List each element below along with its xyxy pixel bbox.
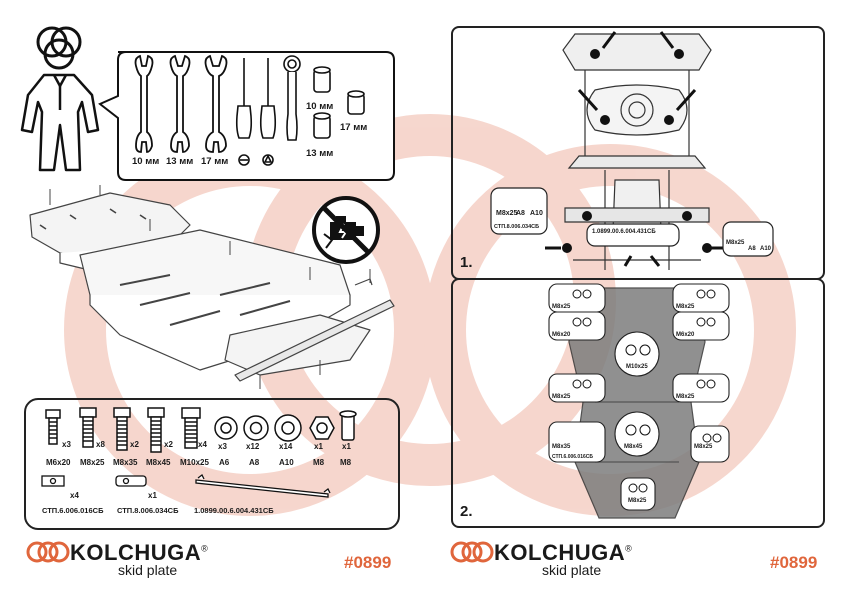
washer-a10-icon xyxy=(274,414,302,442)
count-a10: x14 xyxy=(279,442,293,451)
label-m8x45: M8x45 xyxy=(146,458,171,467)
step2-m6-right: M6x20 xyxy=(676,332,695,338)
brand-name: KOLCHUGA® xyxy=(70,540,209,565)
socket-17-icon xyxy=(347,90,365,115)
brackets-row xyxy=(41,474,331,498)
product-code-right: #0899 xyxy=(770,553,818,572)
bracket-016-icon xyxy=(41,475,65,487)
bolt-m8x35-icon xyxy=(113,407,131,451)
count-bracket-034: x1 xyxy=(148,491,157,500)
wrench-17-label: 17 мм xyxy=(201,156,229,167)
step2-m8-mid: M8x25 xyxy=(552,394,571,400)
label-nut-m8: M8 xyxy=(313,458,325,467)
label-a6: A6 xyxy=(219,458,230,467)
socket-13-icon xyxy=(313,112,331,139)
step-2-number: 2. xyxy=(460,503,473,520)
count-bracket-016: x4 xyxy=(70,491,79,500)
brand-tagline: skid plate xyxy=(118,562,178,578)
step2-m8-mid-right: M8x25 xyxy=(676,394,695,400)
step2-m8-right: M8x25 xyxy=(676,304,695,310)
kolchuga-logo-icon xyxy=(26,541,70,563)
label-m10x25: M10x25 xyxy=(180,458,209,467)
label-m8x35: M8x35 xyxy=(113,458,138,467)
label-a10: A10 xyxy=(279,458,294,467)
skid-plate-assembly-diagram xyxy=(29,185,395,389)
step1-part-center: 1.0899.00.6.004.431СБ xyxy=(592,229,656,235)
step1-center-bubble xyxy=(586,223,680,247)
label-m8x25: M8x25 xyxy=(80,458,105,467)
label-bracket-016: СТП.6.006.016СБ xyxy=(42,506,104,515)
step1-washer-b: A10 xyxy=(530,210,543,217)
step1-wr-a: A8 xyxy=(748,246,756,252)
socket-10-icon xyxy=(313,66,331,93)
count-rivet-m8: x1 xyxy=(342,442,351,451)
tools-bubble xyxy=(98,51,395,181)
washer-a8-icon xyxy=(243,415,269,441)
wrench-17-icon xyxy=(204,54,228,153)
step1-right-bubble xyxy=(722,221,774,257)
count-nut-m8: x1 xyxy=(314,442,323,451)
step1-bolt-left: M8x25 xyxy=(496,210,518,217)
brand-name-right: KOLCHUGA® xyxy=(494,540,633,565)
count-m6x20: x3 xyxy=(62,440,71,449)
step1-bolt-right: M8x25 xyxy=(726,240,745,246)
step-1-number: 1. xyxy=(460,254,473,271)
step1-part-left: СТП.8.006.034СБ xyxy=(494,224,540,230)
washer-a6-icon xyxy=(214,416,238,440)
step1-washer-a: A8 xyxy=(516,210,525,217)
step-2-panel xyxy=(451,278,825,528)
count-m10x25: x4 xyxy=(198,440,207,449)
bracket-034-icon xyxy=(115,475,147,487)
count-m8x45: x2 xyxy=(164,440,173,449)
step1-wr-b: A10 xyxy=(760,246,772,252)
step2-m8-bottom: M8x25 xyxy=(628,498,647,504)
bolt-m8x25-icon xyxy=(79,407,97,448)
product-code: #0899 xyxy=(344,553,392,572)
wrench-13-icon xyxy=(169,54,191,153)
step2-m10: M10x25 xyxy=(626,364,648,370)
flat-screwdriver-icon xyxy=(235,58,253,166)
bolt-m6x20-icon xyxy=(45,409,61,445)
count-a6: x3 xyxy=(218,442,227,451)
wrench-10-label: 10 мм xyxy=(132,156,160,167)
no-engine-running-icon xyxy=(312,196,380,264)
step1-left-bubble xyxy=(490,187,548,235)
torx-screwdriver-icon xyxy=(259,58,277,166)
socket-13-label: 13 мм xyxy=(306,148,334,159)
crossbar-431-icon xyxy=(195,474,331,498)
label-m6x20: M6x20 xyxy=(46,458,71,467)
bolts-and-washers-row xyxy=(45,407,357,453)
nut-m8-icon xyxy=(309,416,335,440)
brand-tagline-right: skid plate xyxy=(542,562,602,578)
kolchuga-logo-icon-right xyxy=(450,541,494,563)
count-m8x25: x8 xyxy=(96,440,105,449)
ratchet-icon xyxy=(283,55,301,141)
label-rivet-m8: M8 xyxy=(340,458,352,467)
step2-part: СТП.6.006.016СБ xyxy=(552,454,593,460)
label-bracket-034: СТП.8.006.034СБ xyxy=(117,506,179,515)
step-2-skid-plate-diagram xyxy=(548,283,730,519)
count-m8x35: x2 xyxy=(130,440,139,449)
label-a8: A8 xyxy=(249,458,260,467)
coverall-worker-icon xyxy=(20,26,100,172)
label-crossbar-431: 1.0899.00.6.004.431СБ xyxy=(194,506,274,515)
rivet-nut-m8-icon xyxy=(339,410,357,441)
bolt-m10x25-icon xyxy=(181,407,201,449)
wrench-13-label: 13 мм xyxy=(166,156,194,167)
bolt-m8x45-icon xyxy=(147,407,165,453)
step2-m8-low-right: M8x25 xyxy=(694,444,713,450)
wrench-10-icon xyxy=(134,54,154,153)
step-1-chassis-diagram xyxy=(490,31,774,270)
fasteners-panel xyxy=(24,398,400,530)
step2-m8: M8x25 xyxy=(552,304,571,310)
count-a8: x12 xyxy=(246,442,260,451)
socket-17-label: 17 мм xyxy=(340,122,368,133)
step2-m8x45: M8x45 xyxy=(624,444,643,450)
step2-m8x35: M8x35 xyxy=(552,444,571,450)
socket-10-label: 10 мм xyxy=(306,101,334,112)
step2-m6: M6x20 xyxy=(552,332,571,338)
